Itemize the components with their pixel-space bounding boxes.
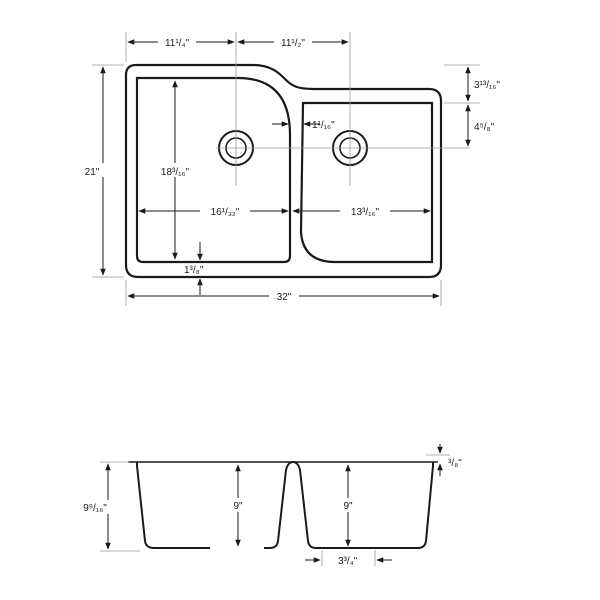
overall-height-label: 9⁹/₁₆": [83, 503, 107, 514]
left-basin-span-label: 16¹/₃₂": [211, 207, 240, 218]
drain-offset-label: 4⁵/₈": [474, 122, 495, 133]
deck-offset-label: 3¹³/₁₆": [474, 80, 500, 91]
left-bowl-section: [136, 462, 210, 549]
left-basin-depth-label: 18³/₁₆": [161, 167, 190, 178]
right-bowl-depth-label: 9": [343, 501, 353, 512]
right-basin-span-label: 13³/₁₆": [351, 207, 380, 218]
right-bowl-section: [316, 462, 434, 549]
overall-depth-label: 21": [85, 167, 100, 178]
rim-thickness-label: ³/₈": [448, 458, 462, 469]
divider-section: [264, 460, 322, 549]
right-basin-width-label: 11¹/₂": [281, 38, 305, 49]
overall-width-label: 32": [277, 292, 292, 303]
divider-base-label: 3³/₄": [338, 556, 358, 567]
left-bowl-depth-label: 9": [233, 501, 243, 512]
top-view: 11¹/₄" 11¹/₂" 21" 3¹³/₁₆" 4⁵/₈" 1¹/₁₆" 1…: [82, 32, 500, 306]
left-basin-outline: [135, 76, 292, 264]
divider-width-label: 1¹/₁₆": [312, 120, 335, 131]
section-view: 9⁹/₁₆" 9" 9" ³/₈" 3³/₄": [72, 444, 462, 567]
right-basin-outline: [299, 101, 434, 264]
left-basin-width-label: 11¹/₄": [165, 38, 190, 49]
rim-front-label: 1³/₈": [184, 265, 204, 276]
sink-outer-rim: [124, 63, 443, 279]
